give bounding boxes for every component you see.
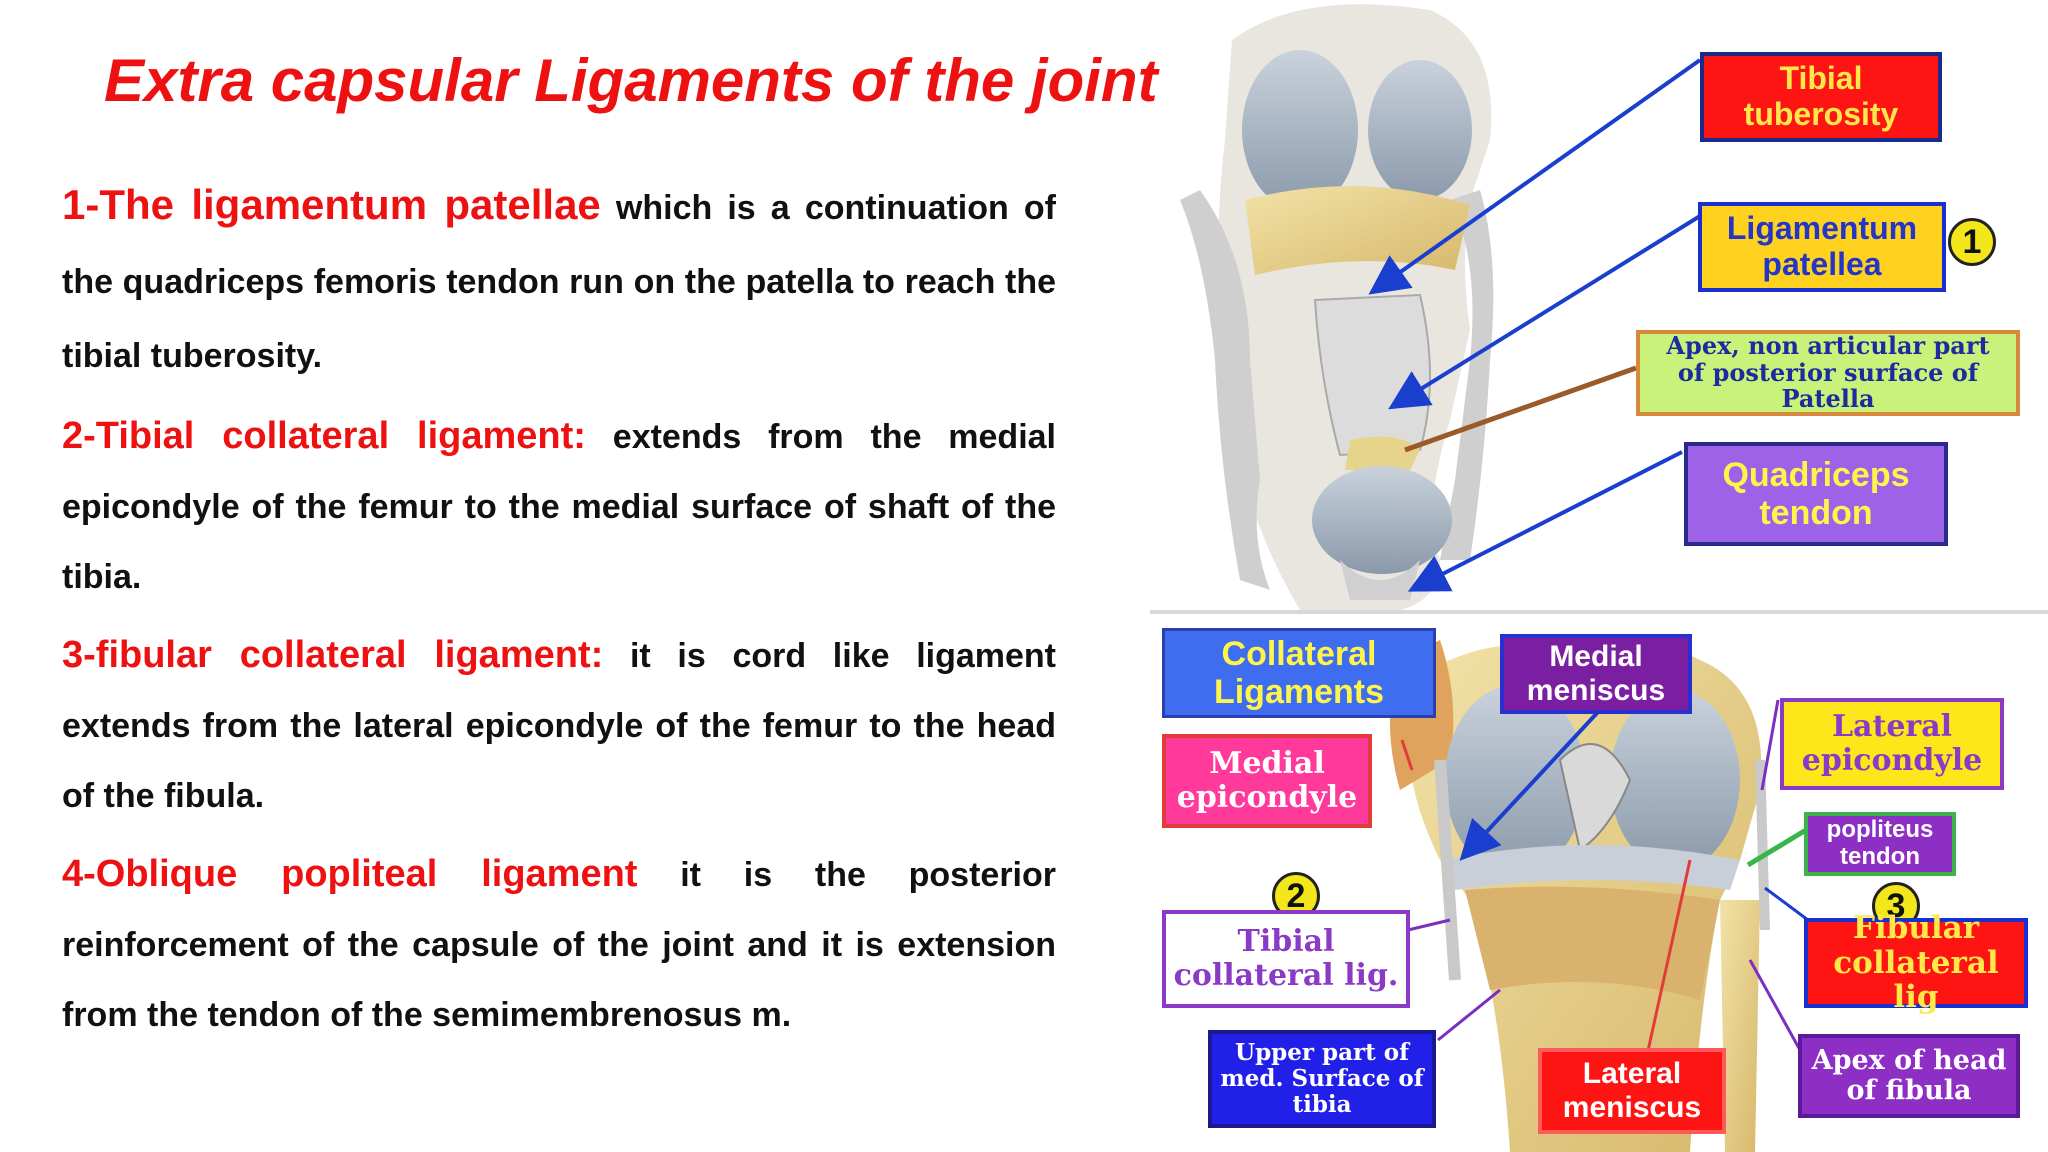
arrow-fibular-collateral xyxy=(1764,886,1809,922)
label-lateral-epicondyle: Lateral epicondyle xyxy=(1780,698,2004,790)
label-medial-meniscus: Medial meniscus xyxy=(1500,634,1692,714)
paragraph-lead: 2-Tibial collateral ligament: xyxy=(62,415,586,457)
label-collateral-ligaments: Collateral Ligaments xyxy=(1162,628,1436,718)
paragraph-lead: 4-Oblique popliteal ligament xyxy=(62,853,638,895)
arrow-apex-fibula xyxy=(1748,959,1802,1051)
label-quadriceps-tendon: Quadriceps tendon xyxy=(1684,442,1948,546)
label-tibial-tuberosity: Tibial tuberosity xyxy=(1700,52,1942,142)
paragraph-tibial-collateral: 2-Tibial collateral ligament: extends fr… xyxy=(62,401,1056,612)
arrow-medial-meniscus xyxy=(1459,710,1600,861)
paragraph-body: it is the posterior reinforcement of the… xyxy=(62,856,1057,1034)
arrow-apex-patella xyxy=(1404,365,1637,453)
slide-title: Extra capsular Ligaments of the joint xyxy=(104,47,1158,114)
label-fibular-collateral: Fibular collateral lig xyxy=(1804,911,2028,1015)
arrow-ligamentum-patellea xyxy=(1388,214,1702,410)
anterior-knee-drawing xyxy=(1180,4,1494,611)
ligament-text-column: 1-The ligamentum patellae which is a con… xyxy=(62,168,1056,1058)
marker-number-1: 1 xyxy=(1948,218,1996,266)
label-ligamentum-patellea: Ligamentum patellea xyxy=(1698,202,1946,292)
paragraph-ligamentum-patellae: 1-The ligamentum patellae which is a con… xyxy=(62,168,1056,393)
paragraph-body: which is a continuation of the quadricep… xyxy=(62,189,1056,375)
label-lateral-meniscus: Lateral meniscus xyxy=(1538,1048,1726,1134)
paragraph-fibular-collateral: 3-fibular collateral ligament: it is cor… xyxy=(62,620,1056,831)
arrow-popliteus-tendon xyxy=(1746,827,1808,868)
label-apex-fibula: Apex of head of fibula xyxy=(1798,1034,2020,1118)
arrow-lateral-meniscus xyxy=(1644,859,1692,1061)
label-upper-part-tibia: Upper part of med. Surface of tibia xyxy=(1208,1030,1436,1128)
paragraph-oblique-popliteal: 4-Oblique popliteal ligament it is the p… xyxy=(62,839,1056,1050)
paragraph-lead: 3-fibular collateral ligament: xyxy=(62,634,604,676)
paragraph-body: it is cord like ligament extends from th… xyxy=(62,637,1056,815)
arrow-tibial-tuberosity xyxy=(1368,58,1702,295)
label-popliteus-tendon: popliteus tendon xyxy=(1804,812,1956,876)
arrow-quadriceps-tendon xyxy=(1407,450,1683,592)
arrow-upper-part-tibia xyxy=(1437,988,1501,1042)
label-tibial-collateral: Tibial collateral lig. xyxy=(1162,910,1410,1008)
paragraph-body: extends from the medial epicondyle of th… xyxy=(62,418,1057,596)
arrow-medial-epicondyle xyxy=(1400,739,1414,771)
arrow-lateral-epicondyle xyxy=(1760,699,1780,791)
label-medial-epicondyle: Medial epicondyle xyxy=(1162,734,1372,828)
label-apex-patella: Apex, non articular part of posterior su… xyxy=(1636,330,2020,416)
paragraph-lead: 1-The ligamentum patellae xyxy=(62,181,601,228)
arrow-tibial-collateral xyxy=(1407,918,1451,932)
